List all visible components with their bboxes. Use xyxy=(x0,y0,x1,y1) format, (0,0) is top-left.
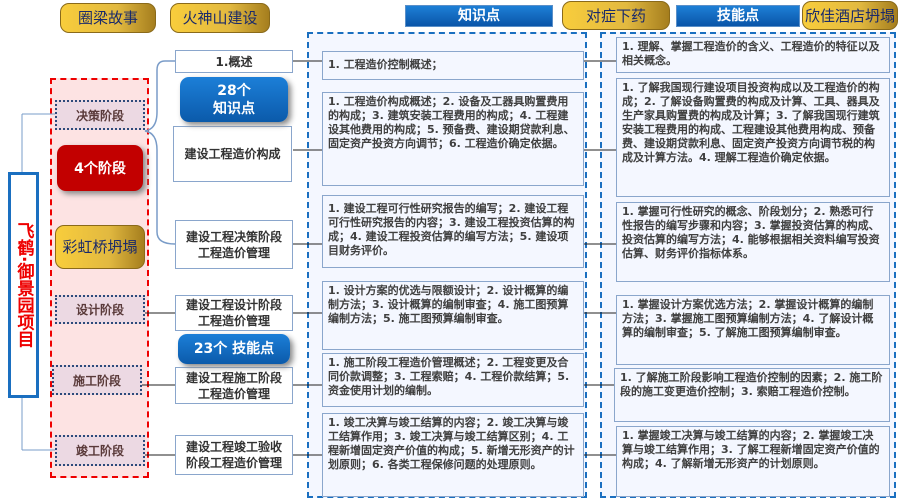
module-overview[interactable]: 1.概述 xyxy=(175,50,293,73)
stage-completion[interactable]: 竣工阶段 xyxy=(55,435,145,466)
stages-count-callout: 4个阶段 xyxy=(57,145,143,191)
stage-design[interactable]: 设计阶段 xyxy=(55,295,145,324)
knowledge-item: 1. 设计方案的优选与限额设计；2. 设计概算的编制方法；3. 设计概算的编制审… xyxy=(322,281,584,350)
skill-item: 1. 掌握可行性研究的概念、阶段划分；2. 熟悉可行性报告的编写步骤和内容；3.… xyxy=(616,202,890,282)
skill-item: 1. 了解施工阶段影响工程造价控制的因素；2. 施工阶段的施工变更造价控制；3.… xyxy=(614,368,890,422)
module-design-stage[interactable]: 建设工程设计阶段工程造价管理 xyxy=(175,295,293,331)
case-callout-remedy: 对症下药 xyxy=(562,1,670,30)
module-completion-stage[interactable]: 建设工程竣工验收阶段工程造价管理 xyxy=(175,435,293,475)
case-callout-rainbow-bridge: 彩虹桥坍塌 xyxy=(55,225,145,269)
knowledge-header: 知识点 xyxy=(405,5,553,27)
knowledge-item: 1. 工程造价构成概述；2. 设备及工器具购置费用的构成；3. 建筑安装工程费用… xyxy=(322,92,584,186)
knowledge-item: 1. 工程造价控制概述； xyxy=(322,51,584,80)
stage-decision[interactable]: 决策阶段 xyxy=(55,100,145,130)
module-decision-stage[interactable]: 建设工程决策阶段工程造价管理 xyxy=(175,220,293,269)
skill-item: 1. 理解、掌握工程造价的含义、工程造价的特征以及相关概念。 xyxy=(616,37,890,73)
skill-item: 1. 了解我国现行建设项目投资构成以及工程造价的构成；2. 了解设备购置费的构成… xyxy=(616,78,890,197)
case-callout-xinjia-hotel: 欣佳酒店坍塌 xyxy=(802,1,898,30)
module-cost-composition[interactable]: 建设工程造价构成 xyxy=(173,126,292,182)
stages-column xyxy=(50,78,149,478)
skill-item: 1. 掌握设计方案优选方法；2. 掌握设计概算的编制方法；3. 掌握施工图预算编… xyxy=(616,295,890,365)
case-callout-ring-beam: 圈梁故事 xyxy=(60,3,156,33)
skills-count-callout: 23个 技能点 xyxy=(178,334,290,364)
skills-header: 技能点 xyxy=(676,5,800,27)
project-title: 飞鹤·御景园项目 xyxy=(8,172,39,398)
knowledge-item: 1. 建设工程可行性研究报告的编写；2. 建设工程可行性研究报告的内容；3. 建… xyxy=(322,195,584,268)
skill-item: 1. 掌握竣工决算与竣工结算的内容；2. 掌握竣工决算与竣工结算作用；3. 了解… xyxy=(616,426,890,497)
stage-construction[interactable]: 施工阶段 xyxy=(52,365,142,395)
module-construction-stage[interactable]: 建设工程施工阶段工程造价管理 xyxy=(175,367,293,404)
case-callout-huoshenshan: 火神山建设 xyxy=(170,3,270,33)
knowledge-count-callout: 28个 知识点 xyxy=(180,77,288,122)
knowledge-item: 1. 施工阶段工程造价管理概述；2. 工程变更及合同价款调整；3. 工程索赔；4… xyxy=(322,353,584,407)
knowledge-item: 1. 竣工决算与竣工结算的内容；2. 竣工决算与竣工结算作用；3. 竣工决算与竣… xyxy=(322,413,584,497)
